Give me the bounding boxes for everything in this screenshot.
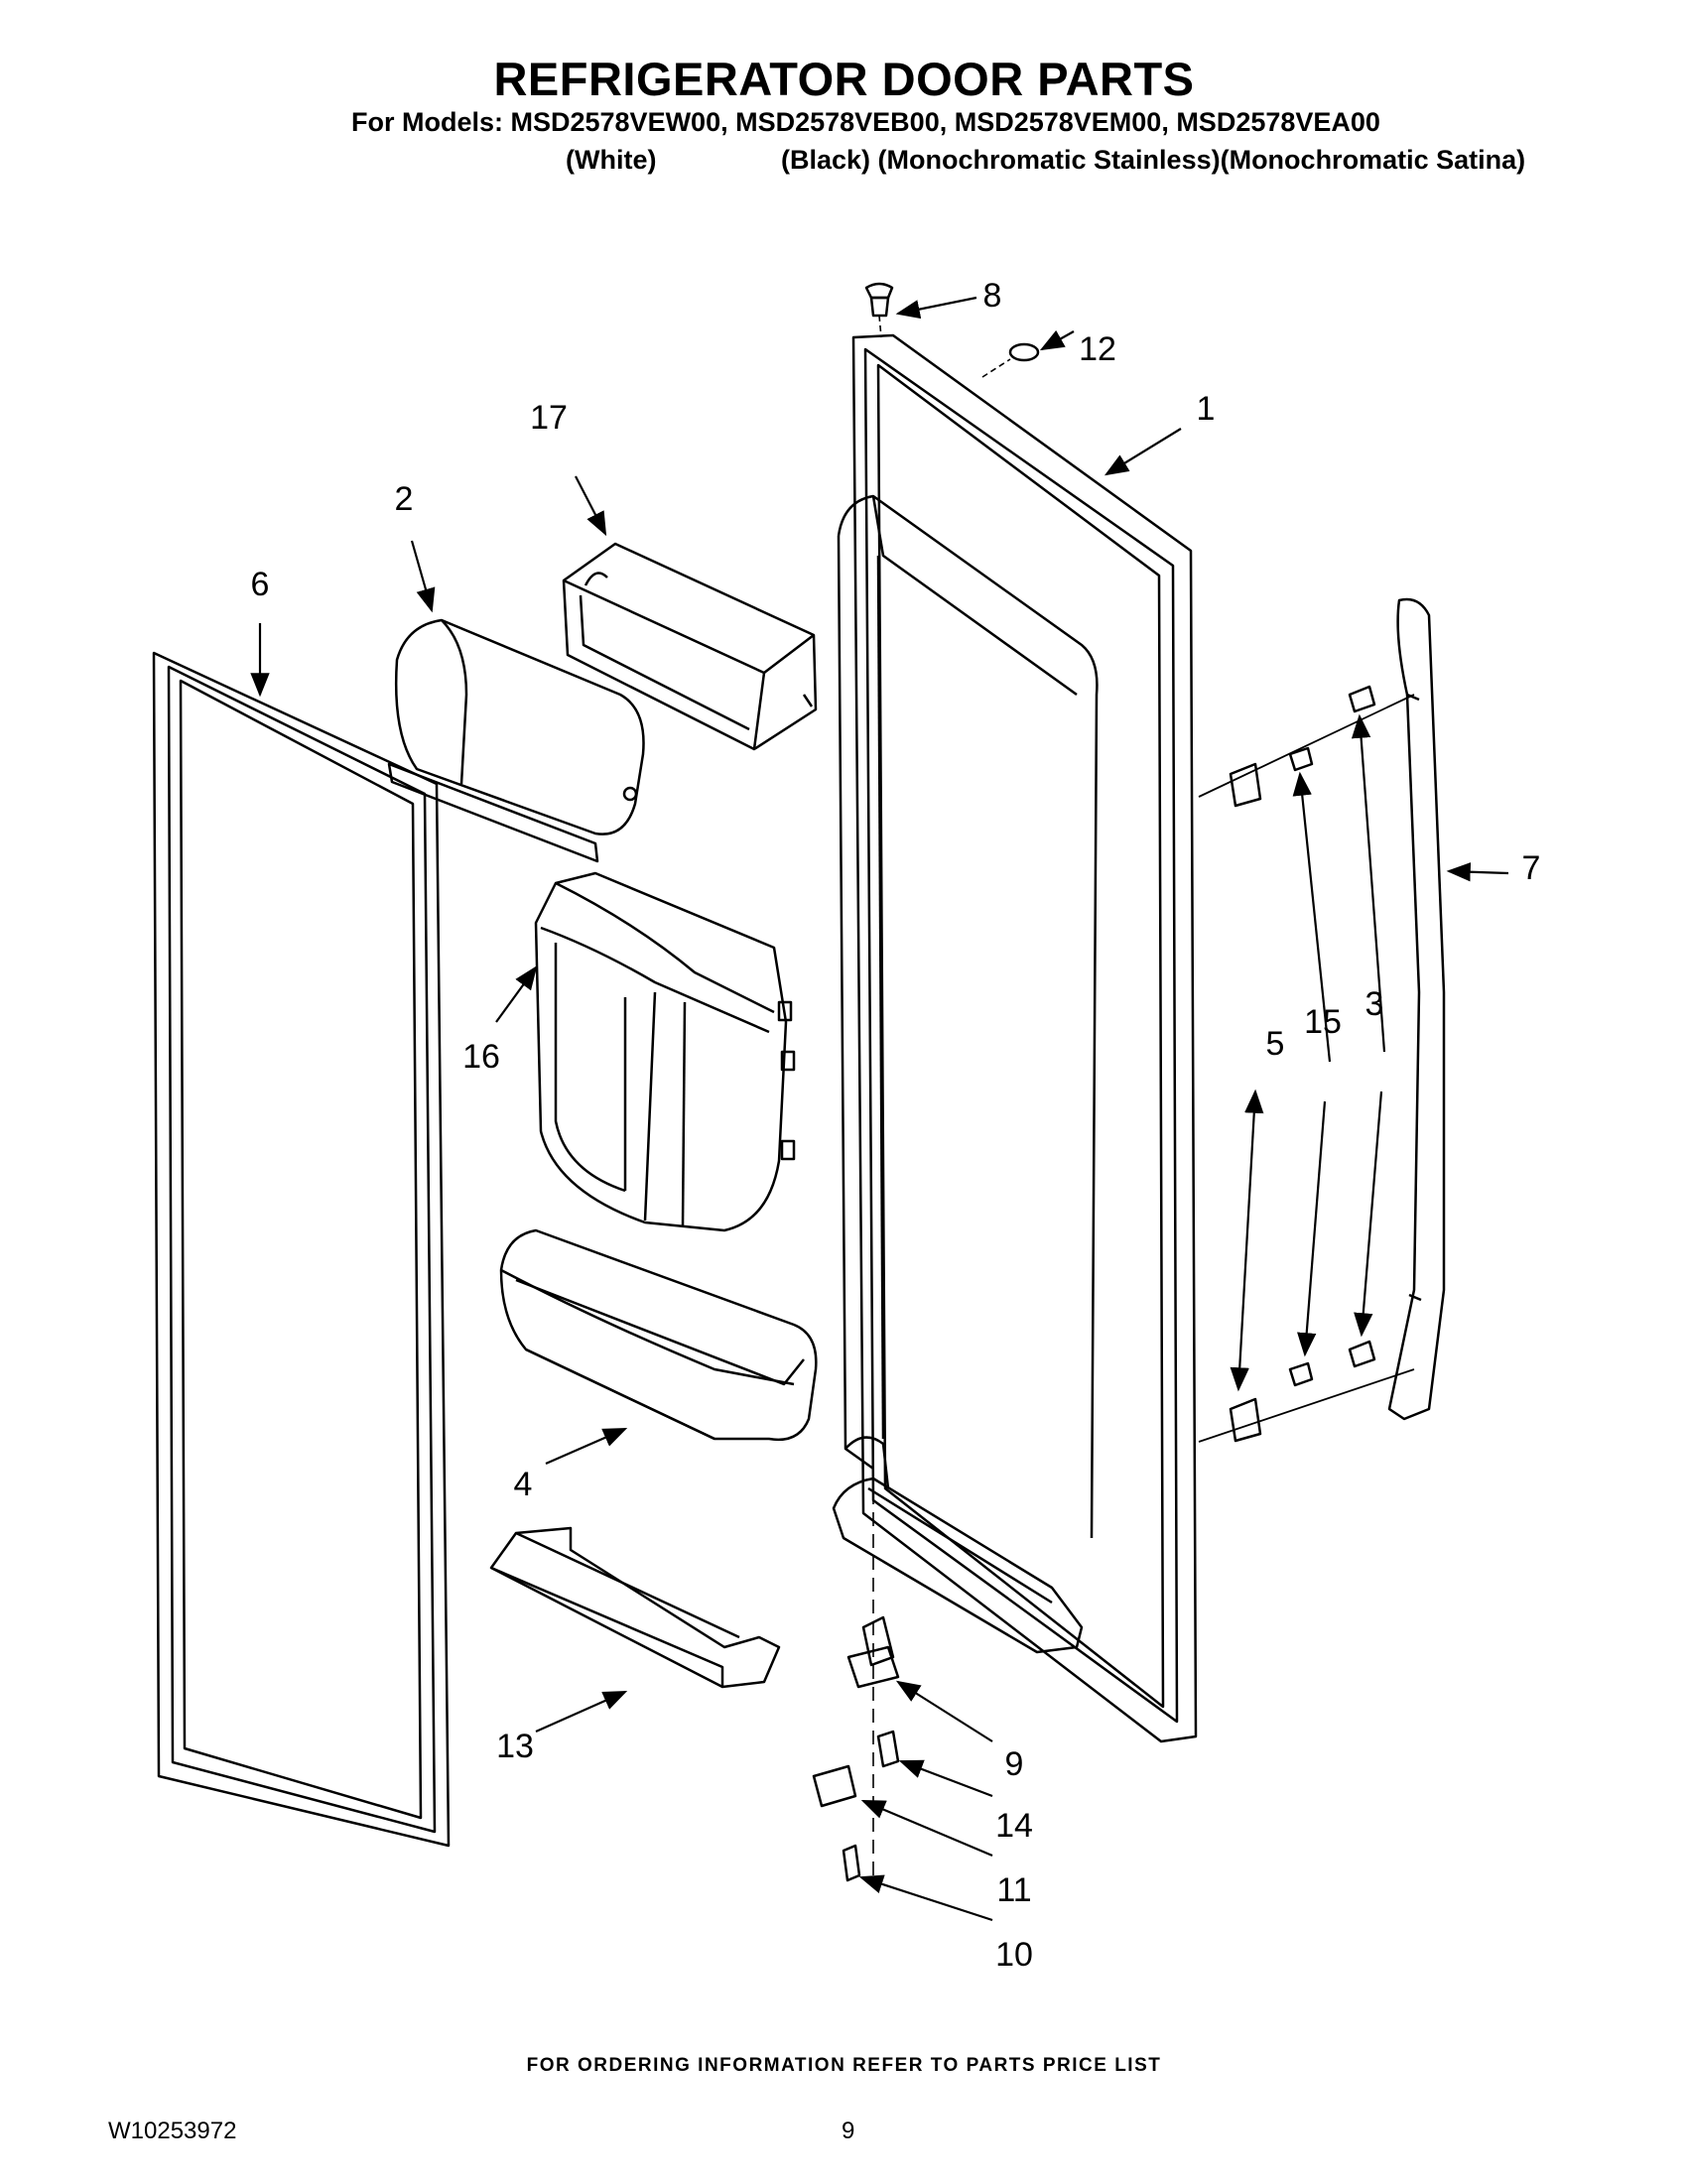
- door-shelf-bin: [499, 1228, 818, 1442]
- callout-1: 1: [1196, 390, 1216, 428]
- refrigerator-door: [832, 333, 1198, 1743]
- callout-15: 15: [1304, 1003, 1342, 1041]
- page-number: 9: [842, 2118, 855, 2144]
- alignment-line: [981, 358, 1011, 378]
- dairy-door: [387, 618, 645, 863]
- handle-mount-lower: [1229, 1340, 1376, 1443]
- handle-mount-upper: [1229, 685, 1376, 808]
- models-line: For Models: MSD2578VEW00, MSD2578VEB00, …: [351, 107, 1380, 137]
- variant-others: (Black) (Monochromatic Stainless)(Monoch…: [781, 145, 1526, 175]
- ordering-note: FOR ORDERING INFORMATION REFER TO PARTS …: [526, 2055, 1162, 2076]
- callout-3: 3: [1364, 985, 1384, 1023]
- leader-arrow-13: [535, 1690, 628, 1734]
- leader-line: [1198, 694, 1415, 798]
- leader-arrow-12: [1039, 329, 1075, 351]
- callout-10: 10: [995, 1936, 1033, 1974]
- leader-arrow-8: [895, 296, 977, 320]
- top-hinge-parts: [864, 282, 1040, 362]
- callout-8: 8: [982, 277, 1002, 315]
- leader-arrow-15b: [1297, 1100, 1327, 1357]
- leader-arrow-11: [860, 1799, 993, 1858]
- page-title: REFRIGERATOR DOOR PARTS: [493, 53, 1195, 105]
- callout-11: 11: [996, 1871, 1032, 1909]
- leader-arrow-3b: [1354, 1091, 1383, 1338]
- callout-5: 5: [1265, 1025, 1285, 1063]
- callout-13: 13: [496, 1728, 534, 1765]
- document-number: W10253972: [108, 2118, 237, 2144]
- callout-17: 17: [530, 399, 568, 437]
- callout-9: 9: [1004, 1745, 1024, 1783]
- callout-6: 6: [250, 566, 270, 603]
- door-bin-with-cover: [534, 871, 796, 1232]
- utility-bin: [562, 542, 818, 751]
- door-handle: [1387, 597, 1446, 1421]
- callout-4: 4: [513, 1466, 533, 1503]
- door-gasket: [152, 651, 451, 1848]
- callout-7: 7: [1521, 849, 1541, 887]
- bottom-trim-bar: [489, 1526, 781, 1689]
- leader-arrow-10: [858, 1874, 993, 1922]
- leader-arrow-7: [1446, 862, 1509, 882]
- leader-arrow-15a: [1292, 771, 1332, 1063]
- variant-white: (White): [566, 145, 657, 175]
- leader-arrow-3a: [1351, 713, 1386, 1053]
- lower-hinge-parts: [812, 1615, 900, 1882]
- leader-arrow-4: [545, 1427, 628, 1466]
- leader-arrow-2: [410, 540, 436, 613]
- callout-12: 12: [1079, 330, 1116, 368]
- leader-arrow-17: [575, 475, 607, 537]
- callout-2: 2: [394, 480, 414, 518]
- leader-arrow-1: [1104, 428, 1182, 476]
- callout-14: 14: [995, 1807, 1033, 1845]
- leader-arrow-5: [1230, 1089, 1264, 1392]
- leader-arrow-9: [895, 1680, 993, 1742]
- leader-arrow-14: [898, 1759, 993, 1798]
- alignment-line: [878, 315, 882, 338]
- leader-arrow-16: [495, 965, 538, 1023]
- callout-16: 16: [462, 1038, 500, 1076]
